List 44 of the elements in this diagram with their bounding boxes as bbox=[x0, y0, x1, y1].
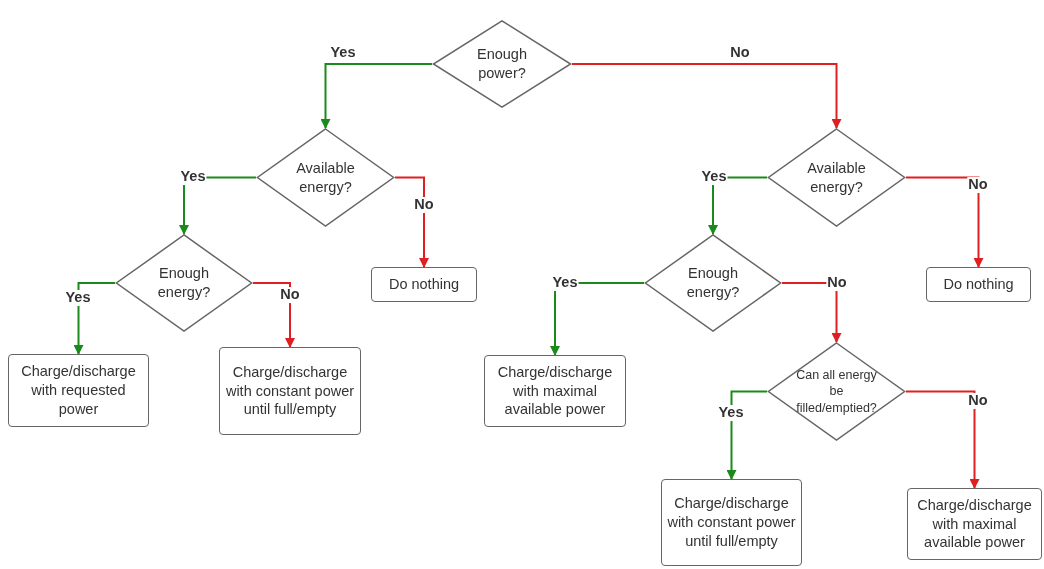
arrow bbox=[905, 390, 980, 489]
node-text: Do nothing bbox=[943, 275, 1014, 294]
edge-label: No bbox=[826, 275, 848, 291]
arrow bbox=[905, 176, 984, 268]
node-text: Do nothing bbox=[388, 275, 460, 294]
node-text: Available energy? bbox=[295, 158, 356, 197]
process-box bbox=[371, 267, 477, 302]
decision-diamond bbox=[767, 342, 906, 441]
arrow bbox=[252, 282, 295, 348]
node-text: Charge/discharge with constant power until full/empty bbox=[666, 494, 797, 551]
arrow bbox=[394, 176, 429, 268]
process-box bbox=[661, 479, 802, 566]
edge-label: Yes bbox=[179, 169, 207, 185]
edge-label: No bbox=[967, 393, 989, 409]
arrow bbox=[726, 390, 768, 480]
decision-diamond bbox=[767, 128, 906, 227]
process-box bbox=[926, 267, 1031, 302]
edge-label: Yes bbox=[717, 405, 745, 421]
decision-diamond bbox=[115, 234, 253, 332]
node-text: Enough energy? bbox=[156, 264, 212, 302]
node-text: Charge/discharge with maximal available power bbox=[916, 495, 1033, 553]
arrow bbox=[320, 63, 433, 129]
decision-diamond bbox=[256, 128, 395, 227]
process-box bbox=[219, 347, 361, 435]
node-text: Can all energy be filled/emptied? bbox=[795, 367, 878, 416]
edge-label: No bbox=[279, 287, 301, 303]
process-box bbox=[8, 354, 149, 427]
node-text: Charge/discharge with maximal available power bbox=[496, 362, 614, 420]
edge-label: Yes bbox=[551, 275, 579, 291]
arrow bbox=[571, 63, 842, 129]
edge-label: Yes bbox=[64, 290, 92, 306]
edge-label: No bbox=[413, 197, 435, 213]
node-text: Charge/discharge with requested power bbox=[20, 362, 137, 419]
process-box bbox=[484, 355, 626, 427]
node-text: Enough power? bbox=[476, 45, 528, 83]
decision-diamond bbox=[644, 234, 782, 332]
decision-diamond bbox=[432, 20, 572, 108]
edge-label: Yes bbox=[700, 169, 728, 185]
node-text: Enough energy? bbox=[685, 264, 741, 302]
process-box bbox=[907, 488, 1042, 560]
node-text: Available energy? bbox=[806, 158, 867, 197]
arrow bbox=[781, 282, 842, 343]
edge-label: No bbox=[967, 177, 989, 193]
node-text: Charge/discharge with constant power until full/empty bbox=[224, 362, 356, 420]
